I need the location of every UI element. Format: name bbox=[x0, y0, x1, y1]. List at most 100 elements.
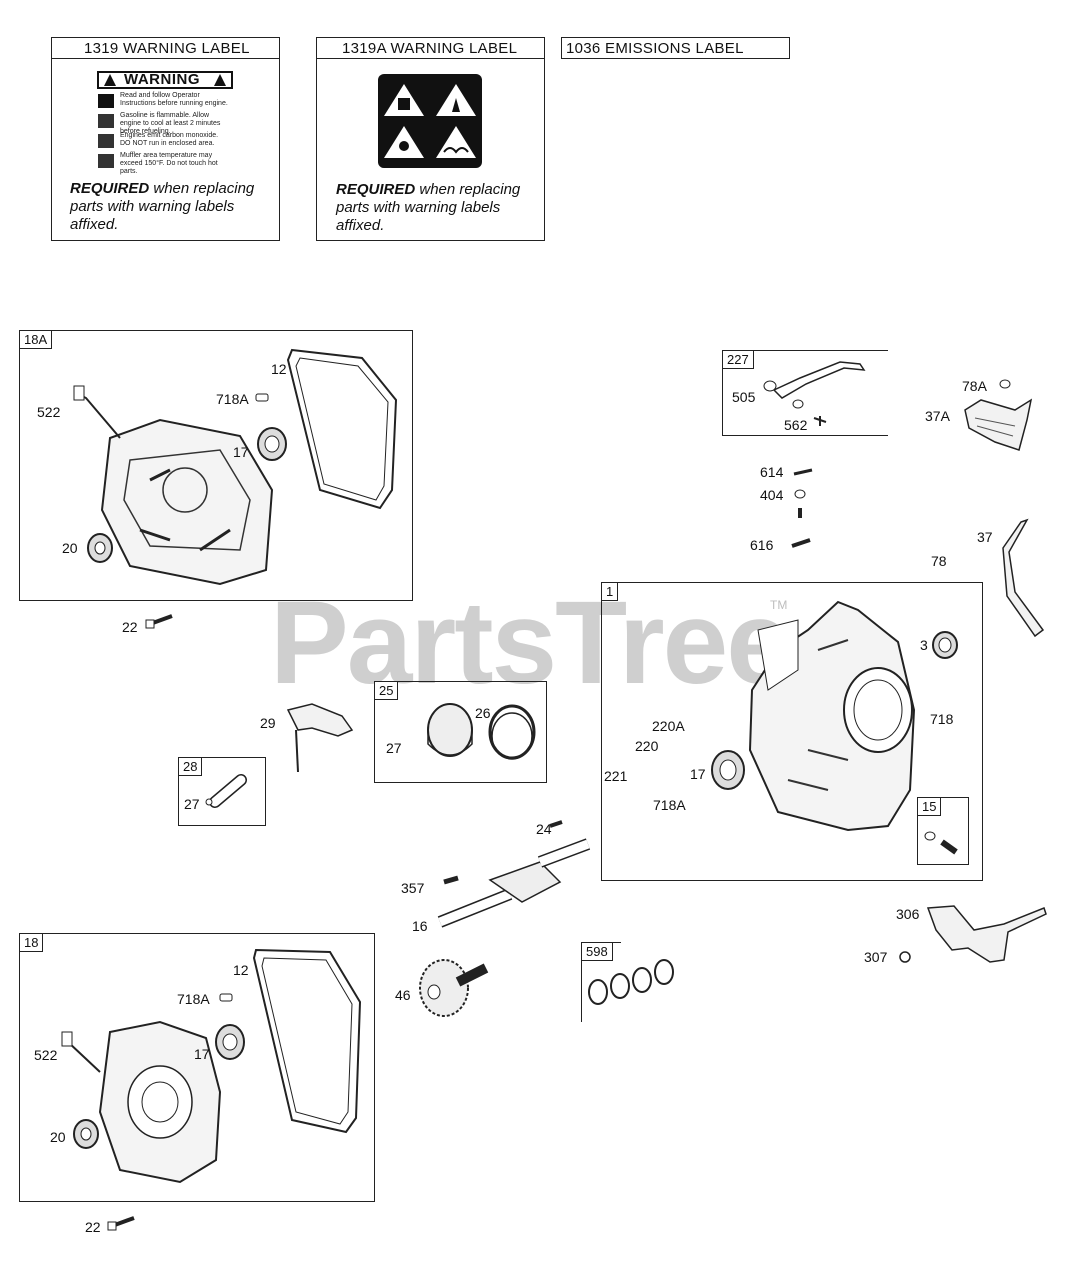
part-46[interactable]: 46 bbox=[395, 987, 411, 1003]
part-29[interactable]: 29 bbox=[260, 715, 276, 731]
part-718[interactable]: 718 bbox=[930, 711, 954, 727]
part-17-18A[interactable]: 17 bbox=[233, 444, 249, 460]
group-598-top-border bbox=[581, 942, 621, 943]
group-1-tag[interactable]: 1 bbox=[602, 583, 619, 601]
part-718A-block[interactable]: 718A bbox=[653, 797, 686, 813]
part-37A[interactable]: 37A bbox=[925, 408, 950, 424]
block-bearing-17-drawing bbox=[711, 750, 745, 790]
part-616[interactable]: 616 bbox=[750, 537, 774, 553]
part-16[interactable]: 16 bbox=[412, 918, 428, 934]
sticker-icon-fumes bbox=[98, 134, 114, 148]
sticker-line-1: Read and follow Operator Instructions be… bbox=[120, 92, 228, 107]
group-15-tag[interactable]: 15 bbox=[918, 798, 942, 816]
sticker-line-4: Muffler area temperature may exceed 150°… bbox=[120, 152, 218, 175]
governor-lever-drawing bbox=[763, 361, 866, 426]
warning-label-1319A-required-note: REQUIRED when replacing parts with warni… bbox=[336, 181, 546, 235]
group-15-box bbox=[917, 797, 969, 865]
part-17-block[interactable]: 17 bbox=[690, 766, 706, 782]
group-18A-tag[interactable]: 18A bbox=[20, 331, 53, 349]
sticker-line-2: Gasoline is flammable. Allow engine to c… bbox=[120, 112, 221, 135]
part-22-bottom[interactable]: 22 bbox=[85, 1219, 101, 1235]
sticker-icon-hot bbox=[98, 154, 114, 168]
part-220A[interactable]: 220A bbox=[652, 718, 685, 734]
piston-pin-drawing bbox=[205, 774, 247, 808]
camshaft-gear-drawing bbox=[419, 959, 489, 1017]
group-1-box bbox=[601, 582, 983, 881]
group-227-tag[interactable]: 227 bbox=[723, 351, 754, 369]
group-18A-box bbox=[19, 330, 413, 601]
ring-set-598-drawing bbox=[588, 959, 674, 1005]
part-614[interactable]: 614 bbox=[760, 464, 784, 480]
part-220[interactable]: 220 bbox=[635, 738, 659, 754]
group-15-parts-drawing bbox=[924, 831, 958, 855]
part-17-18[interactable]: 17 bbox=[194, 1046, 210, 1062]
piston-rings-drawing bbox=[427, 703, 536, 760]
crankshaft-drawing bbox=[437, 820, 591, 928]
part-37[interactable]: 37 bbox=[977, 529, 993, 545]
part-78A[interactable]: 78A bbox=[962, 378, 987, 394]
part-357[interactable]: 357 bbox=[401, 880, 425, 896]
part-522-18[interactable]: 522 bbox=[34, 1047, 58, 1063]
part-404[interactable]: 404 bbox=[760, 487, 784, 503]
group-28-tag[interactable]: 28 bbox=[179, 758, 203, 776]
part-522-18A[interactable]: 522 bbox=[37, 404, 61, 420]
warning-label-1319A-title: 1319A WARNING LABEL bbox=[342, 40, 518, 57]
part-562[interactable]: 562 bbox=[784, 417, 808, 433]
warning-label-1319A-box bbox=[316, 37, 545, 241]
part-505[interactable]: 505 bbox=[732, 389, 756, 405]
part-307[interactable]: 307 bbox=[864, 949, 888, 965]
part-718A-18A[interactable]: 718A bbox=[216, 391, 249, 407]
group-227-bottom-border bbox=[722, 435, 888, 436]
warning-label-1319-required-note: REQUIRED when replacing parts with warni… bbox=[70, 180, 280, 234]
part-78[interactable]: 78 bbox=[931, 553, 947, 569]
bracket-37A-drawing bbox=[964, 379, 1033, 451]
cylinder-block-drawing bbox=[748, 600, 916, 832]
group-227-left-border bbox=[722, 350, 723, 436]
part-3[interactable]: 3 bbox=[920, 637, 928, 653]
crankcase-cover-18-drawing bbox=[61, 948, 362, 1184]
connecting-rod-29-drawing bbox=[286, 703, 354, 773]
sticker-icon-fire bbox=[98, 114, 114, 128]
part-24[interactable]: 24 bbox=[536, 821, 552, 837]
warning-sticker-header bbox=[97, 71, 233, 89]
group-18-box bbox=[19, 933, 375, 1202]
required-bold: REQUIRED bbox=[336, 181, 416, 198]
warning-sticker-1319A bbox=[378, 74, 482, 168]
required-rest: when replacing parts with warning labels… bbox=[70, 180, 255, 233]
part-26[interactable]: 26 bbox=[475, 705, 491, 721]
required-rest: when replacing parts with warning labels… bbox=[336, 181, 521, 234]
governor-parts-drawing bbox=[791, 468, 813, 548]
part-306[interactable]: 306 bbox=[896, 906, 920, 922]
group-598-tag[interactable]: 598 bbox=[582, 943, 613, 961]
group-227-top-border bbox=[722, 350, 888, 351]
block-seal-3-drawing bbox=[932, 631, 958, 659]
group-25-tag[interactable]: 25 bbox=[375, 682, 399, 700]
warning-label-1319-title-divider bbox=[51, 58, 280, 59]
group-25-box bbox=[374, 681, 547, 783]
bolt-22-top-drawing bbox=[145, 614, 173, 629]
bracket-306-drawing bbox=[926, 905, 1047, 963]
group-598-left-border bbox=[581, 942, 582, 1022]
part-22-top[interactable]: 22 bbox=[122, 619, 138, 635]
part-221[interactable]: 221 bbox=[604, 768, 628, 784]
sticker-line-3: Engines emit carbon monoxide. DO NOT run… bbox=[120, 132, 219, 147]
watermark-partstree: PartsTree bbox=[270, 577, 792, 709]
part-27-group25[interactable]: 27 bbox=[386, 740, 402, 756]
emissions-label-1036-title: 1036 EMISSIONS LABEL bbox=[566, 40, 744, 57]
warning-label-1319A-title-divider bbox=[316, 58, 545, 59]
part-27-group28[interactable]: 27 bbox=[184, 796, 200, 812]
required-bold: REQUIRED bbox=[70, 180, 150, 197]
warning-label-1319-box bbox=[51, 37, 280, 241]
part-718A-18[interactable]: 718A bbox=[177, 991, 210, 1007]
warning-label-1319-title: 1319 WARNING LABEL bbox=[84, 40, 250, 57]
bolt-22-bottom-drawing bbox=[107, 1216, 135, 1231]
group-28-box bbox=[178, 757, 266, 826]
sticker-icon-manual bbox=[98, 94, 114, 108]
watermark-trademark: TM bbox=[770, 598, 788, 612]
part-12-18[interactable]: 12 bbox=[233, 962, 249, 978]
part-12-18A[interactable]: 12 bbox=[271, 361, 287, 377]
part-20-18[interactable]: 20 bbox=[50, 1129, 66, 1145]
group-18-tag[interactable]: 18 bbox=[20, 934, 44, 952]
part-20-18A[interactable]: 20 bbox=[62, 540, 78, 556]
crankcase-cover-18A-drawing bbox=[73, 348, 398, 586]
